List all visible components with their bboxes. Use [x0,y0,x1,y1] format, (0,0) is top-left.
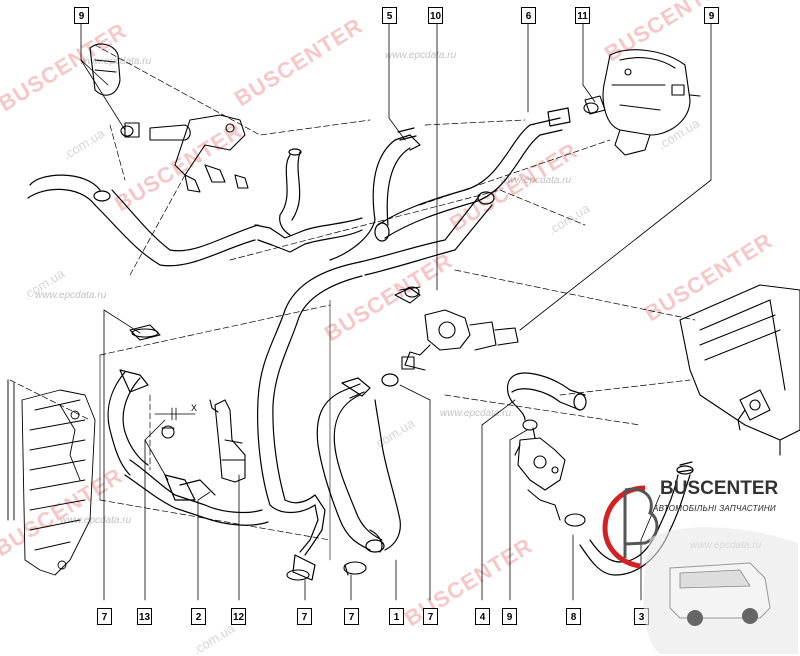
callout-6: 6 [521,7,536,24]
dimension-label: X [191,403,198,413]
callout-9: 9 [74,7,89,24]
watermark-url: www.epcdata.ru [385,50,457,61]
hose-clips [120,102,599,581]
callout-12: 12 [231,608,246,625]
callout-1: 1 [389,608,404,625]
hose-5 [329,127,421,261]
hose-1 [316,373,401,553]
watermark-url: www.epcdata.ru [500,175,572,186]
hose-center-long [124,261,363,581]
callout-9: 9 [502,608,517,625]
temperature-sensor [209,399,246,483]
radiator [7,379,96,576]
dimension-marker [154,407,196,421]
callout-7: 7 [344,608,359,625]
callout-8: 8 [566,608,581,625]
watermark-url: www.epcdata.ru [60,515,132,526]
water-valve [514,427,566,521]
callout-5: 5 [382,7,397,24]
callout-7: 7 [297,608,312,625]
watermark-url: www.epcdata.ru [440,408,512,419]
logo-subtitle: АВТОМОБІЛЬНІ ЗАПЧАСТИНИ [653,504,776,513]
leader-lines [80,23,712,601]
hose-4 [506,372,587,421]
hose-upper-left [27,148,363,267]
watermark-url: www.epcdata.ru [35,290,107,301]
fitting-top-left [89,43,249,193]
callout-2: 2 [191,608,206,625]
hose-6 [359,107,571,276]
callout-9: 9 [704,7,719,24]
buscenter-logo [602,485,798,654]
hose-2 [107,369,216,501]
callout-13: 13 [137,608,152,625]
assembly-lines [9,44,696,541]
callout-11: 11 [575,7,590,24]
callout-7: 7 [97,608,112,625]
heater-unit [679,284,800,456]
thermostat-housing [394,286,519,371]
callout-4: 4 [475,608,490,625]
callout-10: 10 [428,7,443,24]
watermark-url: www.epcdata.ru [80,56,152,67]
frame-lines [99,299,331,561]
callout-7: 7 [423,608,438,625]
expansion-tank [584,49,701,156]
logo-title: BUSCENTER [660,478,779,499]
